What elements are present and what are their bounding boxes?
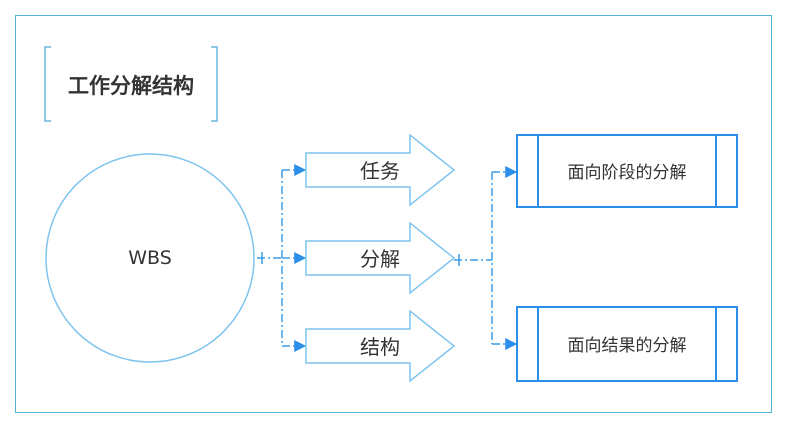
arrow-structure: 结构 (305, 309, 456, 383)
result-decomposition-box: 面向结果的分解 (516, 306, 738, 382)
wbs-circle (45, 153, 255, 363)
phase-decomposition-label: 面向阶段的分解 (568, 163, 687, 183)
phase-decomposition-box: 面向阶段的分解 (516, 134, 738, 208)
wbs-label: WBS (128, 247, 172, 269)
arrow-decompose: 分解 (305, 221, 456, 295)
title-bracket (44, 46, 218, 122)
arrow-decompose-label: 分解 (360, 247, 400, 271)
arrow-task: 任务 (305, 133, 456, 207)
result-decomposition-label: 面向结果的分解 (568, 336, 687, 356)
arrow-task-label: 任务 (360, 159, 400, 183)
arrow-structure-label: 结构 (360, 335, 400, 359)
diagram-title: 工作分解结构 (68, 74, 194, 98)
left-connector (257, 164, 307, 352)
right-connector (454, 166, 518, 350)
outer-frame (15, 15, 772, 413)
